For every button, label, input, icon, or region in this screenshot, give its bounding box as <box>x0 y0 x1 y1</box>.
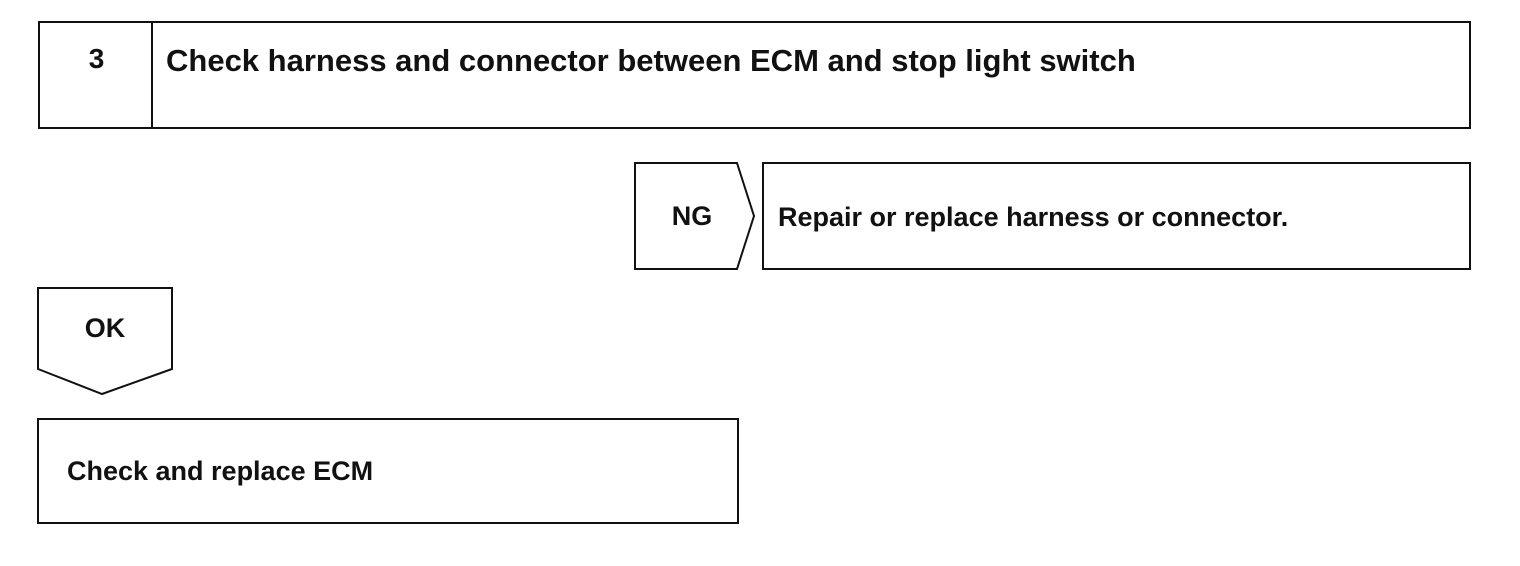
step-box: 3 Check harness and connector between EC… <box>38 21 1471 129</box>
ng-arrow-shape <box>634 162 756 270</box>
ok-label: OK <box>84 313 126 343</box>
ok-arrow-shape <box>37 287 173 396</box>
ok-action-text: Check and replace ECM <box>67 456 374 486</box>
step-number-cell: 3 <box>40 23 153 127</box>
step-number: 3 <box>88 43 105 74</box>
step-title: Check harness and connector between ECM … <box>166 43 1136 78</box>
ng-action-text: Repair or replace harness or connector. <box>778 202 1289 232</box>
ok-action-box: Check and replace ECM <box>37 418 739 524</box>
ng-label: NG <box>671 201 713 231</box>
ng-action-box: Repair or replace harness or connector. <box>762 162 1471 270</box>
